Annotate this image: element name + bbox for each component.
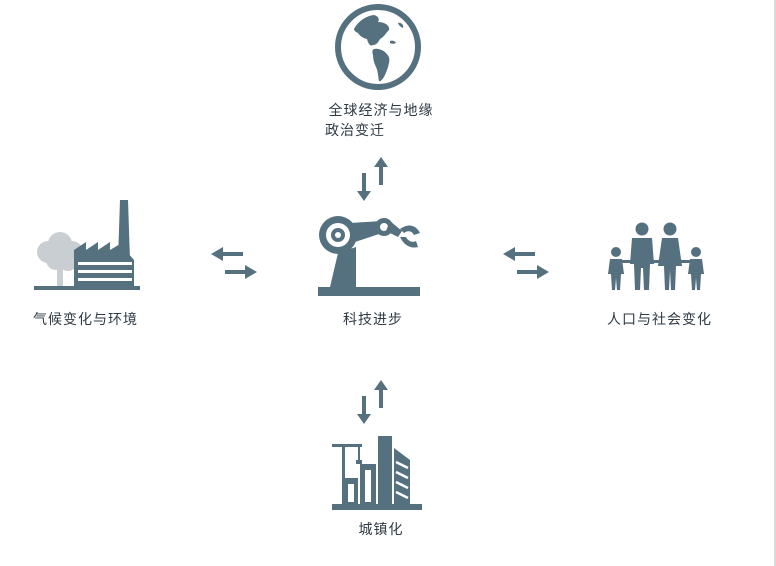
factory-icon bbox=[34, 200, 140, 290]
top-node-label-line1: 全球经济与地缘 bbox=[328, 103, 434, 119]
right-bidirectional-arrows bbox=[503, 247, 549, 279]
right-node-label: 人口与社会变化 bbox=[607, 312, 712, 328]
left-node-label: 气候变化与环境 bbox=[33, 312, 138, 328]
bottom-node-label: 城镇化 bbox=[358, 522, 404, 538]
robot-arm-icon bbox=[318, 216, 420, 296]
top-node-label-line2: 政治变迁 bbox=[325, 123, 385, 139]
bottom-bidirectional-arrows bbox=[357, 380, 388, 424]
center-node-label: 科技进步 bbox=[343, 312, 403, 328]
frame-edge bbox=[774, 0, 776, 566]
top-bidirectional-arrows bbox=[357, 157, 388, 201]
globe-icon bbox=[335, 4, 421, 90]
left-bidirectional-arrows bbox=[211, 247, 257, 279]
city-buildings-icon bbox=[332, 436, 422, 510]
family-icon bbox=[608, 222, 704, 290]
